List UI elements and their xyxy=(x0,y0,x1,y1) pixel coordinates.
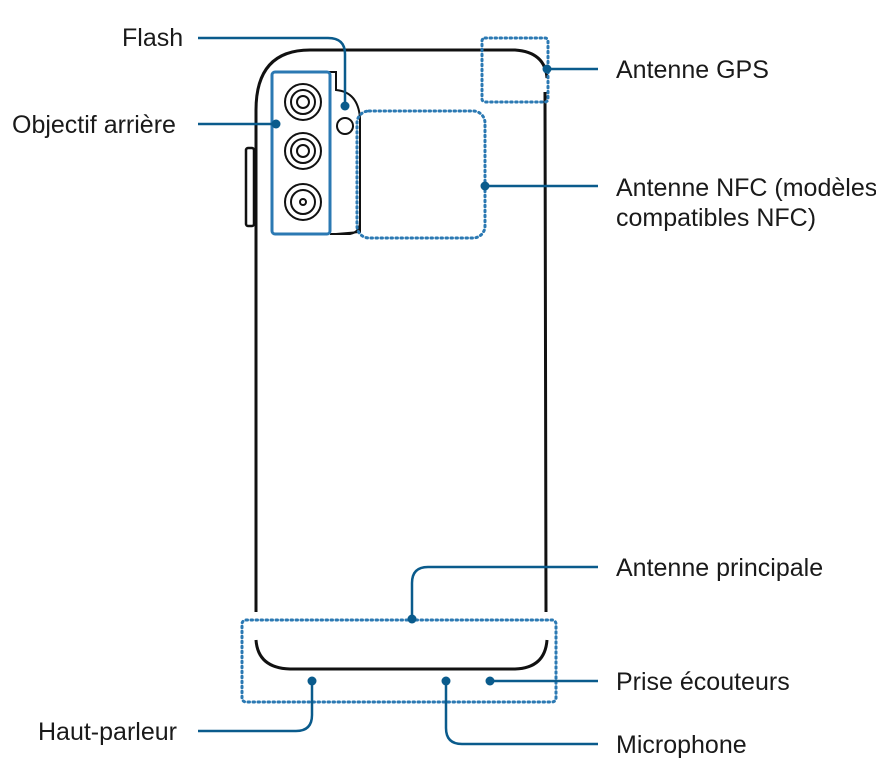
callout-rear-lens: Objectif arrière xyxy=(12,111,281,139)
label-nfc-antenna-line1: Antenne NFC (modèles xyxy=(616,174,876,202)
nfc-antenna-zone xyxy=(355,109,487,240)
phone-bottom-outline xyxy=(254,639,549,671)
callout-main-antenna: Antenne principale xyxy=(407,554,823,624)
callout-microphone: Microphone xyxy=(441,676,747,759)
label-earphone-jack: Prise écouteurs xyxy=(616,668,790,696)
label-flash: Flash xyxy=(122,24,183,52)
label-gps-antenna: Antenne GPS xyxy=(616,56,769,84)
callout-nfc-antenna: Antenne NFC (modèles compatibles NFC) xyxy=(480,174,876,232)
label-microphone: Microphone xyxy=(616,731,747,759)
phone-body-outline xyxy=(254,48,549,613)
callout-earphone-jack: Prise écouteurs xyxy=(485,668,790,696)
side-button xyxy=(244,146,256,228)
callout-gps-antenna: Antenne GPS xyxy=(542,56,769,84)
label-speaker: Haut-parleur xyxy=(38,718,177,746)
main-antenna-zone xyxy=(240,618,558,704)
callout-speaker: Haut-parleur xyxy=(38,676,317,746)
label-rear-lens: Objectif arrière xyxy=(12,111,176,139)
callout-flash: Flash xyxy=(122,24,350,111)
flash-element xyxy=(336,117,354,135)
camera-module xyxy=(270,70,361,236)
gps-antenna-zone xyxy=(480,36,550,104)
lens-1 xyxy=(284,83,322,121)
label-main-antenna: Antenne principale xyxy=(616,554,823,582)
lens-3 xyxy=(284,183,322,221)
label-nfc-antenna-line2: compatibles NFC) xyxy=(616,204,816,232)
rear-lens-outline xyxy=(270,70,332,236)
lens-2 xyxy=(284,132,322,170)
